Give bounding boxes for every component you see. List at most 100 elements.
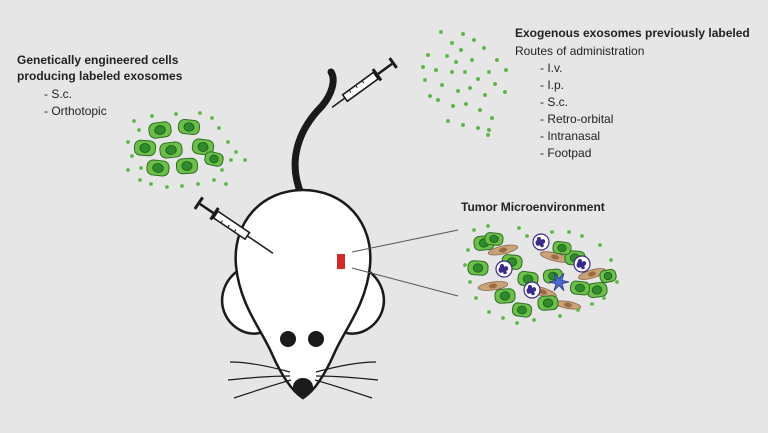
exosome-dot xyxy=(466,248,470,252)
exosome-dot xyxy=(126,140,130,144)
route-item-ip: I.p. xyxy=(540,77,613,94)
tumor-marker xyxy=(337,254,345,269)
left-route-item: Orthotopic xyxy=(44,103,106,120)
fibroblast-nucleus xyxy=(489,283,497,289)
exosome-dot xyxy=(150,114,154,118)
exosome-dot xyxy=(463,263,467,267)
exosome-dot xyxy=(609,258,613,262)
dendritic-body xyxy=(548,273,570,291)
exosome-dot xyxy=(576,308,580,312)
exosome-dot xyxy=(474,296,478,300)
cell-nucleus xyxy=(152,163,164,173)
green-cell xyxy=(133,139,157,157)
exosome-dot xyxy=(126,168,130,172)
dendritic-cell xyxy=(548,273,570,291)
exosome-dot xyxy=(483,93,487,97)
fibroblast-nucleus xyxy=(564,302,572,308)
exosome-dot xyxy=(196,182,200,186)
exosome-dot xyxy=(130,154,134,158)
exosome-dot xyxy=(445,54,449,58)
exosome-dot xyxy=(602,296,606,300)
exosome-dot xyxy=(486,133,490,137)
green-cell xyxy=(552,240,572,256)
cell-nucleus xyxy=(517,305,527,315)
exosome-dot xyxy=(517,226,521,230)
immune-nucleus xyxy=(498,264,509,275)
exosome-dot xyxy=(138,178,142,182)
cell-nucleus xyxy=(183,122,195,132)
exosome-dot xyxy=(487,128,491,132)
green-cell xyxy=(599,268,617,284)
fibroblast-nucleus xyxy=(499,247,507,253)
exosome-dot xyxy=(490,116,494,120)
exosome-dot xyxy=(234,150,238,154)
cell-nucleus xyxy=(197,142,209,152)
exosome-dot xyxy=(132,119,136,123)
route-item-intranasal: Intranasal xyxy=(540,128,613,145)
left-route-list: S.c. Orthotopic xyxy=(44,86,107,120)
immune-cell xyxy=(573,255,591,273)
immune-cell xyxy=(523,281,541,299)
exosome-dot xyxy=(423,78,427,82)
cell-nucleus xyxy=(542,298,554,308)
exosome-dot xyxy=(472,38,476,42)
exosome-dot xyxy=(454,60,458,64)
exosome-dot xyxy=(486,224,490,228)
exosome-dot xyxy=(501,316,505,320)
exosome-dot xyxy=(461,123,465,127)
green-cell xyxy=(191,138,215,156)
left-title-line2: producing labeled exosomes xyxy=(17,69,183,83)
syringe-left-icon xyxy=(193,196,274,254)
green-cell xyxy=(494,288,516,304)
exosome-dot xyxy=(137,128,141,132)
route-item-retro-orbital: Retro-orbital xyxy=(540,111,613,128)
green-cell xyxy=(484,232,504,246)
cell-nucleus xyxy=(557,243,567,253)
exosome-dot xyxy=(468,280,472,284)
exosome-dot xyxy=(139,166,143,170)
exosome-dot xyxy=(598,243,602,247)
exosome-dot xyxy=(198,111,202,115)
right-title: Exogenous exosomes previously labeled xyxy=(515,26,750,40)
mouse-eye-right xyxy=(308,331,324,347)
leader-line-lower xyxy=(351,267,459,297)
exosome-dot xyxy=(472,228,476,232)
exosome-dot xyxy=(515,321,519,325)
exosome-dot xyxy=(464,102,468,106)
green-cell xyxy=(175,157,199,175)
exosome-dot xyxy=(463,70,467,74)
fibroblast-nucleus xyxy=(588,271,596,277)
immune-nucleus xyxy=(576,259,587,270)
green-cell xyxy=(467,260,489,276)
exosome-dot xyxy=(180,184,184,188)
exosome-dot xyxy=(487,70,491,74)
exosome-dot xyxy=(243,158,247,162)
green-cell xyxy=(146,159,170,177)
exosome-dot xyxy=(217,126,221,130)
cell-nucleus xyxy=(603,271,613,281)
exosome-dot xyxy=(476,126,480,130)
left-title-line1: Genetically engineered cells xyxy=(17,53,179,67)
cell-nucleus xyxy=(499,291,511,301)
left-route-item: S.c. xyxy=(44,86,107,103)
exosome-dot xyxy=(426,53,430,57)
cell-nucleus xyxy=(489,234,499,244)
route-item-iv: I.v. xyxy=(540,60,613,77)
exosome-dot xyxy=(580,234,584,238)
cell-nucleus xyxy=(591,285,603,295)
exosome-dot xyxy=(165,185,169,189)
green-cell xyxy=(148,121,172,139)
exosome-dot xyxy=(451,104,455,108)
exosome-dot xyxy=(450,41,454,45)
mouse-tail xyxy=(291,68,337,200)
leader-line-upper xyxy=(351,229,459,253)
exosome-dot xyxy=(229,158,233,162)
exosome-dot xyxy=(212,178,216,182)
exosome-dot xyxy=(440,83,444,87)
green-cell xyxy=(537,295,559,311)
exosome-cloud-top xyxy=(421,30,508,137)
mouse-whiskers xyxy=(227,361,379,399)
tumor-microenvironment-label: Tumor Microenvironment xyxy=(461,200,605,214)
mouse-nose xyxy=(293,378,313,396)
